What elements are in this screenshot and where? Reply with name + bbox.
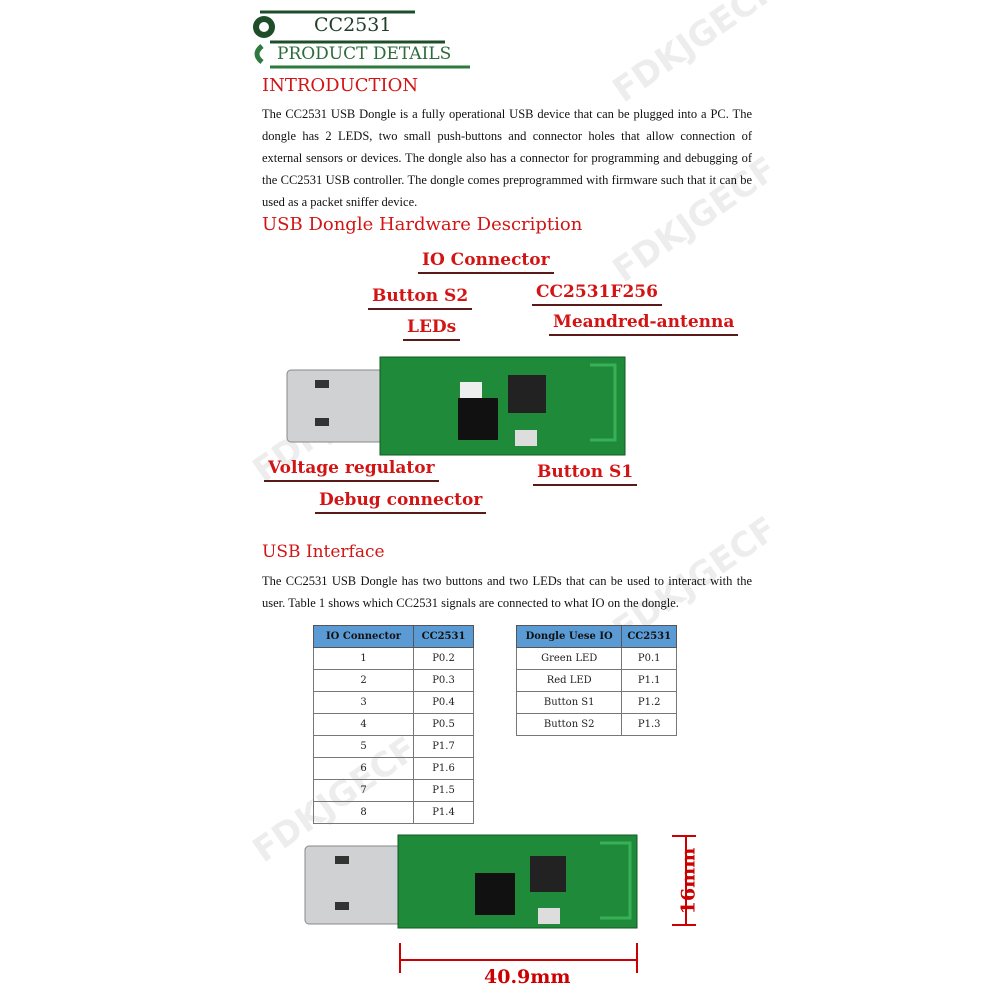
cell: P1.3: [621, 713, 677, 736]
cell: Green LED: [515, 647, 623, 670]
col-header: IO Connector: [312, 625, 415, 648]
usb-interface-text: The CC2531 USB Dongle has two buttons an…: [262, 574, 752, 610]
label-debug-connector: Debug connector: [315, 490, 487, 514]
cell: P0.2: [413, 647, 474, 670]
cell: 2: [312, 669, 415, 692]
cell: P1.4: [413, 801, 474, 824]
cell: 8: [312, 801, 415, 824]
height-dimension: 16mm: [677, 847, 700, 915]
cell: Red LED: [515, 669, 623, 692]
label-button-s1: Button S1: [533, 462, 638, 486]
intro-text: The CC2531 USB Dongle is a fully operati…: [262, 107, 752, 209]
col-header: CC2531: [621, 625, 677, 648]
header-banner: [253, 10, 470, 69]
cell: 3: [312, 691, 415, 714]
label-io-connector: IO Connector: [418, 250, 554, 274]
cell: 5: [312, 735, 415, 758]
dongle-dimension-image: [304, 834, 696, 973]
label-chip: CC2531F256: [532, 282, 662, 306]
hardware-heading: USB Dongle Hardware Description: [262, 214, 583, 235]
label-leds: LEDs: [403, 317, 461, 341]
cell: P0.1: [621, 647, 677, 670]
cell: 1: [312, 647, 415, 670]
label-voltage-regulator: Voltage regulator: [264, 458, 439, 482]
dongle-image: [286, 356, 626, 456]
label-antenna: Meandred-antenna: [549, 312, 739, 336]
header-title: CC2531: [314, 14, 392, 36]
cell: P0.4: [413, 691, 474, 714]
length-dimension: 40.9mm: [484, 966, 571, 988]
watermark: FDKJGECF: [605, 0, 785, 111]
cell: P1.1: [621, 669, 677, 692]
cell: Button S1: [515, 691, 623, 714]
cell: P0.5: [413, 713, 474, 736]
cell: P1.7: [413, 735, 474, 758]
cell: P1.6: [413, 757, 474, 780]
cell: Button S2: [515, 713, 623, 736]
intro-heading: INTRODUCTION: [262, 75, 419, 96]
usb-interface-heading: USB Interface: [262, 542, 385, 562]
cell: P1.2: [621, 691, 677, 714]
label-button-s2: Button S2: [368, 286, 473, 310]
cell: 7: [312, 779, 415, 802]
col-header: Dongle Uese IO: [515, 625, 623, 648]
header-subtitle: PRODUCT DETAILS: [277, 44, 452, 64]
cell: 6: [312, 757, 415, 780]
cell: P0.3: [413, 669, 474, 692]
col-header: CC2531: [413, 625, 474, 648]
cell: 4: [312, 713, 415, 736]
cell: P1.5: [413, 779, 474, 802]
